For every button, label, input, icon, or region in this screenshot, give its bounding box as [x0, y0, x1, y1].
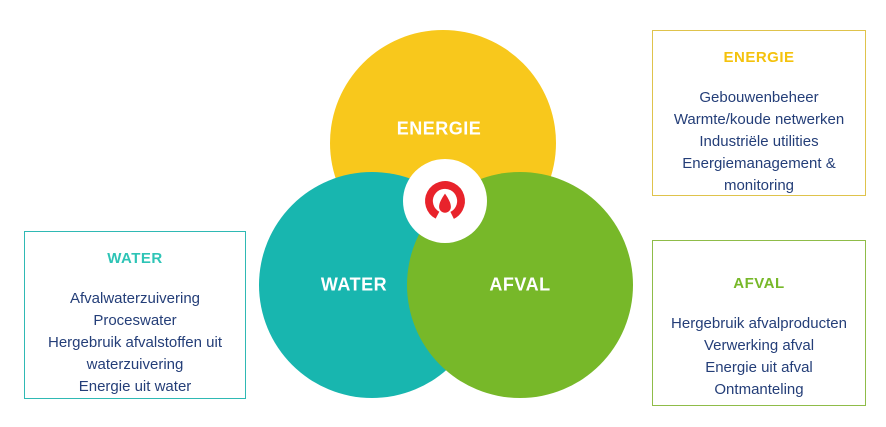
water-box-item: Proceswater	[93, 312, 177, 329]
energie-box-item: Industriële utilities	[699, 133, 819, 150]
water-box-item: Energie uit water	[78, 378, 192, 395]
water-info-box: WATER Afvalwaterzuivering Proceswater He…	[24, 231, 246, 399]
afval-circle-label: AFVAL	[489, 274, 551, 295]
afval-info-box: AFVAL Hergebruik afvalproducten Verwerki…	[652, 240, 866, 406]
veolia-logo-icon	[425, 181, 465, 221]
energie-info-box: ENERGIE Gebouwenbeheer Warmte/koude netw…	[652, 30, 866, 196]
energie-box-item: Warmte/koude netwerken	[673, 111, 845, 128]
energie-box-item: Energiemanagement & monitoring	[682, 155, 836, 194]
afval-box-item: Hergebruik afvalproducten	[671, 315, 847, 332]
afval-box-item: Ontmanteling	[714, 381, 804, 398]
water-box-item: Hergebruik afvalstoffen uit waterzuiveri…	[48, 334, 222, 373]
energie-circle-label: ENERGIE	[396, 118, 482, 139]
center-badge	[403, 159, 487, 243]
water-circle-label: WATER	[320, 274, 388, 295]
afval-box-item: Verwerking afval	[703, 337, 815, 354]
water-box-item: Afvalwaterzuivering	[69, 290, 201, 307]
energie-box-item: Gebouwenbeheer	[699, 89, 819, 106]
energie-box-title: ENERGIE	[723, 49, 795, 66]
afval-box-item: Energie uit afval	[705, 359, 813, 376]
water-box-title: WATER	[107, 250, 163, 267]
afval-box-title: AFVAL	[733, 275, 785, 292]
